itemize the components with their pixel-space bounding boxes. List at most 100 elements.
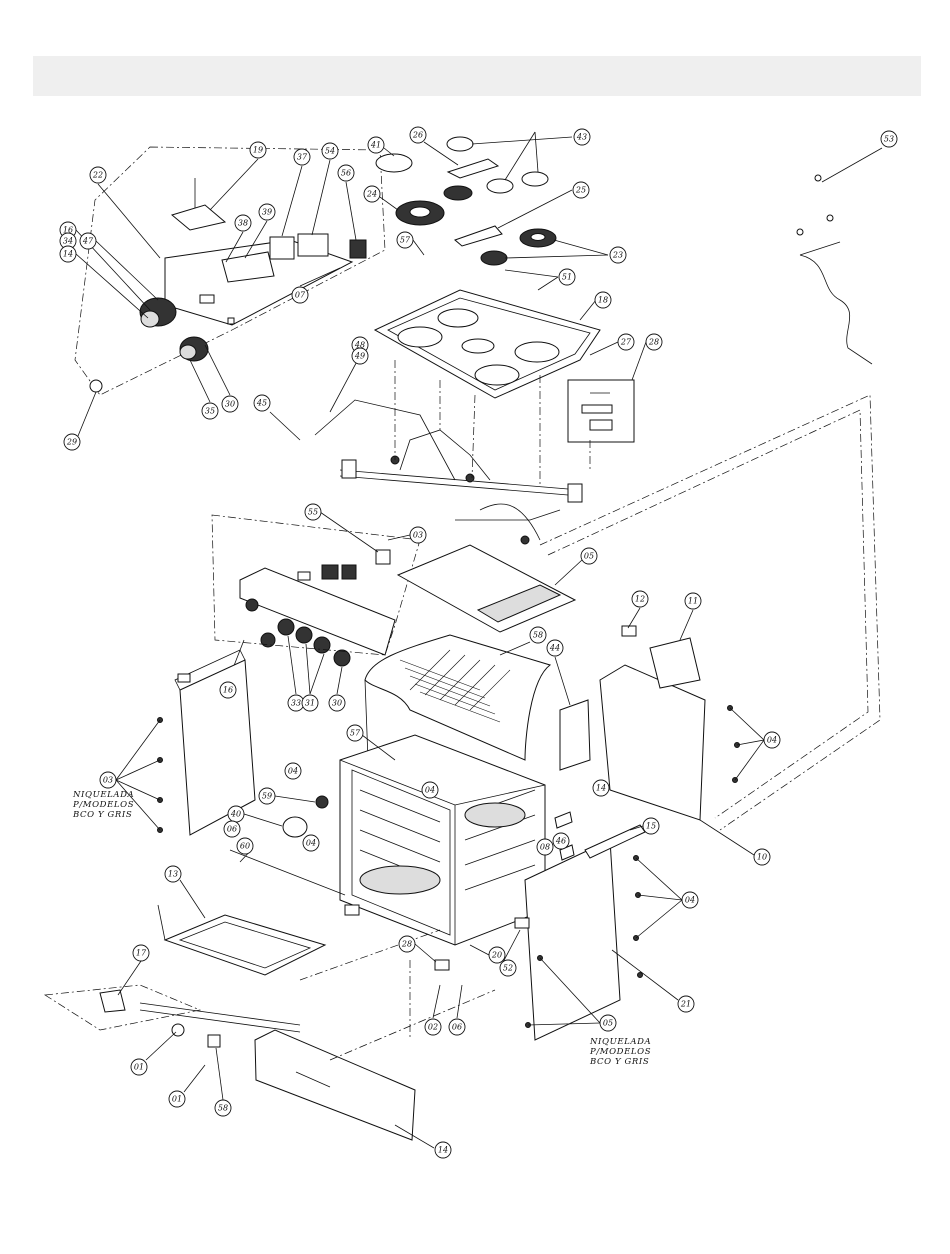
callout-27: 27: [618, 334, 634, 350]
callout-18: 18: [595, 292, 611, 308]
callout-14: 14: [60, 246, 76, 262]
callout-label: 57: [400, 236, 411, 245]
callout-17: 17: [133, 945, 149, 961]
hinge-bracket-19: [172, 178, 225, 230]
callout-11: 11: [685, 593, 701, 609]
callout-label: 06: [452, 1023, 462, 1032]
callout-label: 02: [428, 1023, 438, 1032]
callout-label: 47: [82, 237, 94, 246]
callout-label: 05: [584, 552, 594, 561]
callout-55: 55: [305, 504, 321, 520]
callout-label: 60: [240, 842, 250, 851]
callout-20: 20: [489, 947, 505, 963]
callout-label: 04: [288, 767, 298, 776]
callout-label: 30: [332, 699, 342, 708]
control-knob-large: [140, 298, 176, 327]
callout-58: 58: [530, 627, 546, 643]
callout-04: 04: [285, 763, 301, 779]
callout-30: 30: [329, 695, 345, 711]
callout-label: 25: [575, 186, 586, 195]
callout-label: 20: [491, 951, 502, 960]
callout-13: 13: [165, 866, 181, 882]
callout-43: 43: [574, 129, 590, 145]
callout-26: 26: [410, 127, 426, 143]
callout-label: 38: [238, 219, 248, 228]
callout-38: 38: [235, 215, 251, 231]
callout-24: 24: [364, 186, 380, 202]
callout-49: 49: [352, 348, 368, 364]
callout-47: 47: [80, 233, 96, 249]
callout-label: 46: [555, 837, 566, 846]
power-cord-53: [797, 148, 882, 364]
callout-07: 07: [292, 287, 308, 303]
callout-28: 28: [646, 334, 662, 350]
callout-label: 55: [308, 508, 318, 517]
callout-label: 58: [218, 1104, 228, 1113]
callout-39: 39: [259, 204, 275, 220]
callout-12: 12: [632, 591, 648, 607]
callout-53: 53: [881, 131, 897, 147]
callout-label: 10: [757, 853, 767, 862]
note-line: P/MODELOS: [589, 1047, 651, 1057]
control-knob-small: [180, 337, 208, 361]
callout-label: 54: [325, 147, 335, 156]
callout-label: 14: [596, 784, 606, 793]
callout-label: 28: [648, 338, 659, 347]
callout-01: 01: [131, 1059, 147, 1075]
callout-44: 44: [547, 640, 563, 656]
callout-label: 28: [401, 940, 412, 949]
callout-14: 14: [593, 780, 609, 796]
callout-label: 49: [354, 352, 365, 361]
callout-label: 31: [305, 699, 315, 708]
callout-35: 35: [202, 403, 218, 419]
callout-56: 56: [338, 165, 354, 181]
left-side-panel: [175, 650, 255, 835]
callout-label: 01: [172, 1095, 182, 1104]
callout-45: 45: [254, 395, 270, 411]
callout-label: 45: [256, 399, 267, 408]
callout-40: 40: [228, 806, 244, 822]
callout-label: 11: [688, 597, 698, 606]
callout-57: 57: [397, 232, 413, 248]
callout-06: 06: [449, 1019, 465, 1035]
callout-label: 14: [63, 250, 73, 259]
callout-label: 18: [598, 296, 608, 305]
callout-22: 22: [90, 167, 106, 183]
callout-57: 57: [347, 725, 363, 741]
callout-label: 35: [205, 407, 215, 416]
callout-label: 41: [370, 141, 381, 150]
igniter-switch-28: [568, 380, 634, 442]
callout-41: 41: [368, 137, 384, 153]
callout-04: 04: [422, 782, 438, 798]
callout-51: 51: [559, 269, 575, 285]
callout-03: 03: [410, 527, 426, 543]
timer-knob: [90, 380, 102, 392]
callout-label: 14: [438, 1146, 448, 1155]
callout-14: 14: [435, 1142, 451, 1158]
note-line: BCO Y GRIS: [589, 1057, 649, 1067]
callout-label: 33: [291, 699, 301, 708]
note-line: NIQUELADA: [589, 1037, 651, 1047]
callout-04: 04: [303, 835, 319, 851]
callout-06: 06: [224, 821, 240, 837]
callout-54: 54: [322, 143, 338, 159]
callout-label: 44: [549, 644, 560, 653]
callout-31: 31: [302, 695, 318, 711]
callout-label: 04: [306, 839, 316, 848]
callout-label: 23: [612, 251, 623, 260]
callout-label: 04: [767, 736, 777, 745]
callout-label: 04: [425, 786, 435, 795]
callout-08: 08: [537, 839, 553, 855]
callout-label: 51: [562, 273, 572, 282]
callout-label: 03: [103, 776, 113, 785]
callout-23: 23: [610, 247, 626, 263]
callout-label: 24: [366, 190, 377, 199]
oven-light: [244, 796, 328, 837]
callout-label: 27: [620, 338, 632, 347]
callout-label: 21: [680, 1000, 691, 1009]
callout-label: 15: [646, 822, 656, 831]
door-front-panel: [255, 1030, 434, 1148]
callout-04: 04: [764, 732, 780, 748]
callout-60: 60: [237, 838, 253, 854]
